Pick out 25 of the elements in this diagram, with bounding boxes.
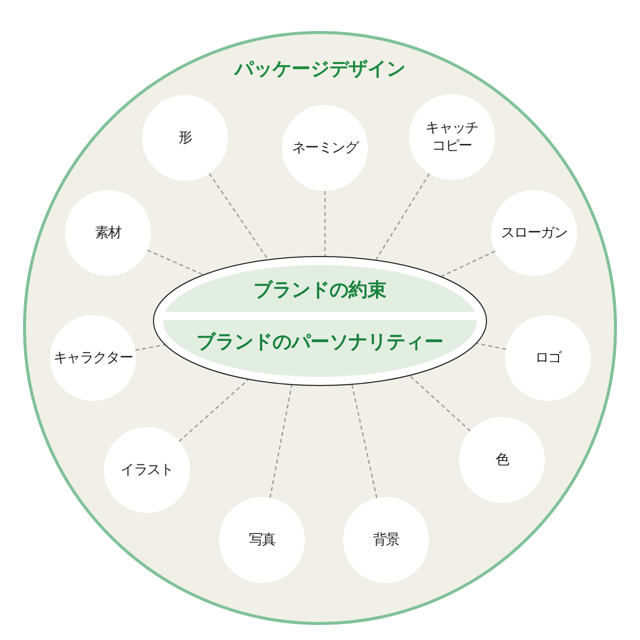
dashed-connector — [324, 191, 326, 256]
dashed-connector — [269, 384, 292, 498]
circle-label: 写真 — [248, 531, 276, 549]
circle-label: 色 — [495, 451, 509, 469]
ellipse-label: ブランドのパーソナリティー — [196, 330, 444, 354]
circle-label: 形 — [178, 129, 192, 147]
circle-label: ロゴ — [534, 349, 562, 367]
dashed-connector — [375, 173, 430, 260]
title-text: パッケージデザイン — [234, 57, 406, 81]
circle-label: 素材 — [94, 224, 122, 242]
circle-label: イラスト — [120, 461, 174, 479]
dashed-connector — [147, 250, 204, 276]
circle-label: 背景 — [372, 531, 400, 549]
dashed-connector — [476, 342, 506, 350]
ellipse-label: ブランドの約束 — [254, 278, 386, 302]
circle-label: スローガン — [500, 224, 567, 242]
circle-label: キャッチコピー — [424, 119, 480, 155]
circle-label: キャラクター — [53, 349, 133, 367]
circle-label: ネーミング — [292, 139, 358, 157]
dashed-connector — [409, 375, 471, 432]
dashed-connector — [135, 344, 165, 351]
dashed-connector — [178, 379, 249, 442]
dashed-connector — [441, 250, 496, 277]
dashed-connector — [208, 173, 268, 260]
dashed-connector — [351, 384, 378, 498]
